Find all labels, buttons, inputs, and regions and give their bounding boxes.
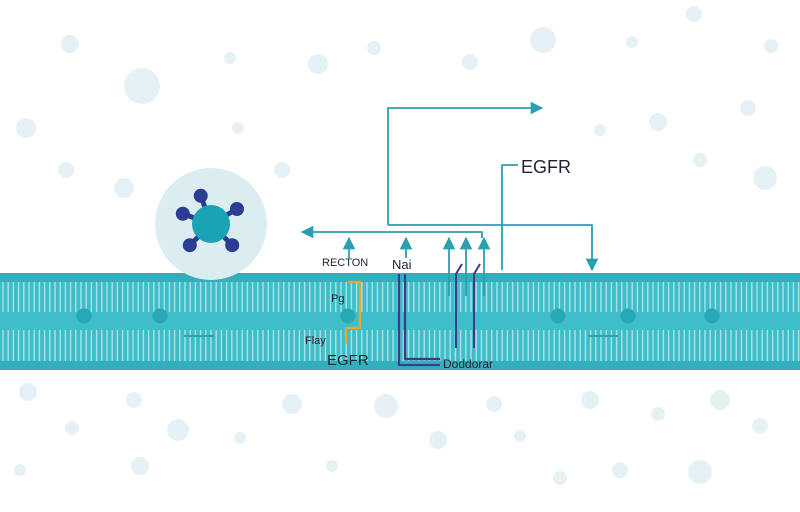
embedded-protein-dot <box>340 308 356 324</box>
receptor-ligand-icon <box>155 168 267 280</box>
background-speck <box>131 457 149 475</box>
pathway-arrow-down <box>388 224 599 272</box>
background-speck <box>688 460 712 484</box>
background-speck <box>612 462 628 478</box>
ligand-arm-knob <box>175 206 190 221</box>
flay-label: Flay <box>305 335 326 347</box>
background-speck <box>710 390 730 410</box>
recton-label: RECTON <box>322 257 369 269</box>
orange-path <box>344 280 362 344</box>
background-speck <box>308 54 328 74</box>
background-speck <box>553 471 567 485</box>
background-speck <box>753 166 777 190</box>
egfr-label-top: EGFR <box>521 157 572 177</box>
background-speck <box>326 460 338 472</box>
background-speck <box>367 41 381 55</box>
embedded-protein-dot <box>620 308 636 324</box>
background-speck <box>649 113 667 131</box>
pathway-arrow-left <box>300 225 483 239</box>
background-speck <box>686 6 702 22</box>
background-speck <box>693 153 707 167</box>
signal-pathways <box>300 101 599 367</box>
background-speck <box>626 36 638 48</box>
ligand-arm-knob <box>225 238 240 253</box>
doddorar-label: Doddorar <box>443 357 494 371</box>
background-speck <box>530 27 556 53</box>
background-speck <box>19 383 37 401</box>
nai-label: Nai <box>392 257 412 272</box>
egfr-label-bottom: EGFR <box>327 352 369 369</box>
purple-path-short-2 <box>473 263 481 296</box>
background-speck <box>124 68 160 104</box>
pathway-arrow-top-right <box>387 101 544 225</box>
background-speck <box>274 162 290 178</box>
background-speck <box>224 52 236 64</box>
pg-label: Pg <box>331 293 345 305</box>
purple-path-outer <box>397 274 440 367</box>
background-speck <box>651 407 665 421</box>
background-speck <box>462 54 478 70</box>
background-speck <box>740 100 756 116</box>
background-speck <box>114 178 134 198</box>
background-speck <box>514 430 526 442</box>
background-speck <box>764 39 778 53</box>
background-speck <box>752 418 768 434</box>
background-speck <box>486 396 502 412</box>
background-speck <box>126 392 142 408</box>
embedded-protein-dot <box>550 308 566 324</box>
ligand-arm-knob <box>182 238 197 253</box>
background-speck <box>61 35 79 53</box>
purple-path-short-1 <box>455 263 463 296</box>
background-speck <box>16 118 36 138</box>
background-speck <box>234 432 246 444</box>
background-speck <box>374 394 398 418</box>
background-speck <box>14 464 26 476</box>
ligand-arm-knob <box>193 188 208 203</box>
background-speck <box>594 124 606 136</box>
background-speck <box>581 391 599 409</box>
embedded-protein-dot <box>152 308 168 324</box>
embedded-protein-dot <box>704 308 720 324</box>
background-speck <box>429 431 447 449</box>
background-specks <box>14 6 778 485</box>
background-speck <box>232 122 244 134</box>
background-speck <box>65 421 79 435</box>
background-speck <box>282 394 302 414</box>
embedded-protein-dot <box>76 308 92 324</box>
purple-path-inner <box>403 274 440 361</box>
egfr-connector <box>501 164 518 270</box>
membrane-embedded-proteins <box>76 308 720 337</box>
ligand-arm-knob <box>229 202 244 216</box>
ligand-core <box>192 205 230 243</box>
background-speck <box>167 419 189 441</box>
background-speck <box>58 162 74 178</box>
